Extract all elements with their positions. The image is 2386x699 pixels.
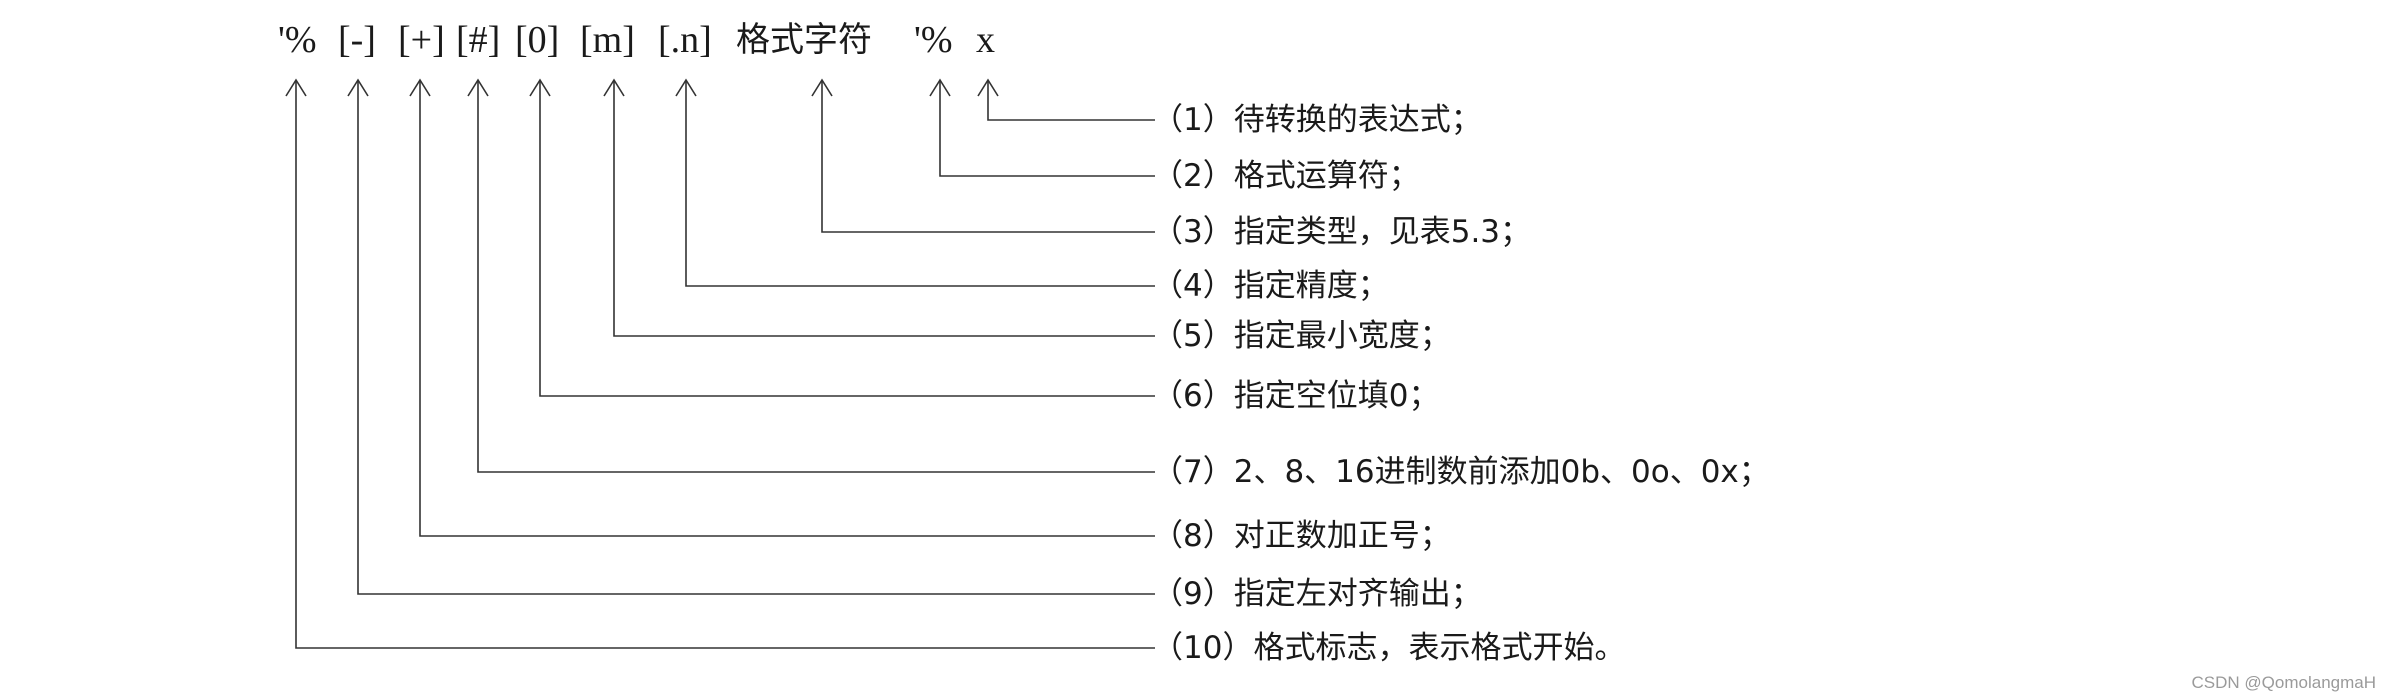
connector-8 (419, 80, 1155, 537)
token-min-width: [m] (580, 19, 635, 61)
arrowhead-3 (811, 78, 833, 97)
arrowhead-7 (467, 78, 489, 97)
token-zero-pad: [0] (515, 19, 560, 61)
connector-1 (987, 80, 1155, 121)
desc-7: （7）2、8、16进制数前添加0b、0o、0x； (1152, 454, 1770, 490)
watermark: CSDN @QomolangmaH (2191, 673, 2376, 692)
arrowhead-2 (929, 78, 951, 97)
connector-7 (477, 80, 1155, 473)
desc-5: （5）指定最小宽度； (1152, 318, 1451, 354)
connector-10 (295, 80, 1155, 649)
desc-9: （9）指定左对齐输出； (1152, 576, 1482, 612)
desc-8: （8）对正数加正号； (1152, 518, 1451, 554)
desc-2: （2）格式运算符； (1152, 158, 1420, 194)
token-expression: x (976, 19, 995, 61)
arrowhead-4 (675, 78, 697, 97)
connector-4 (685, 80, 1155, 287)
arrowhead-1 (977, 78, 999, 97)
token-format-flag: '% (278, 19, 317, 61)
connector-6 (539, 80, 1155, 397)
arrowhead-8 (409, 78, 431, 97)
arrowhead-10 (285, 78, 307, 97)
arrowhead-6 (529, 78, 551, 97)
arrowhead-9 (347, 78, 369, 97)
connector-9 (357, 80, 1155, 595)
token-left-align: [-] (338, 19, 376, 61)
arrowhead-5 (603, 78, 625, 97)
connector-3 (821, 80, 1155, 233)
desc-3: （3）指定类型，见表5.3； (1152, 214, 1532, 250)
token-hash-prefix: [#] (456, 19, 501, 61)
desc-1: （1）待转换的表达式； (1152, 102, 1482, 138)
connector-2 (939, 80, 1155, 177)
desc-10: （10）格式标志，表示格式开始。 (1152, 630, 1626, 666)
token-precision: [.n] (658, 19, 712, 61)
token-format-operator: '% (914, 19, 953, 61)
token-type-char: 格式字符 (736, 20, 872, 60)
connector-5 (613, 80, 1155, 337)
desc-6: （6）指定空位填0； (1152, 378, 1440, 414)
token-plus-sign: [+] (398, 19, 445, 61)
desc-4: （4）指定精度； (1152, 268, 1389, 304)
